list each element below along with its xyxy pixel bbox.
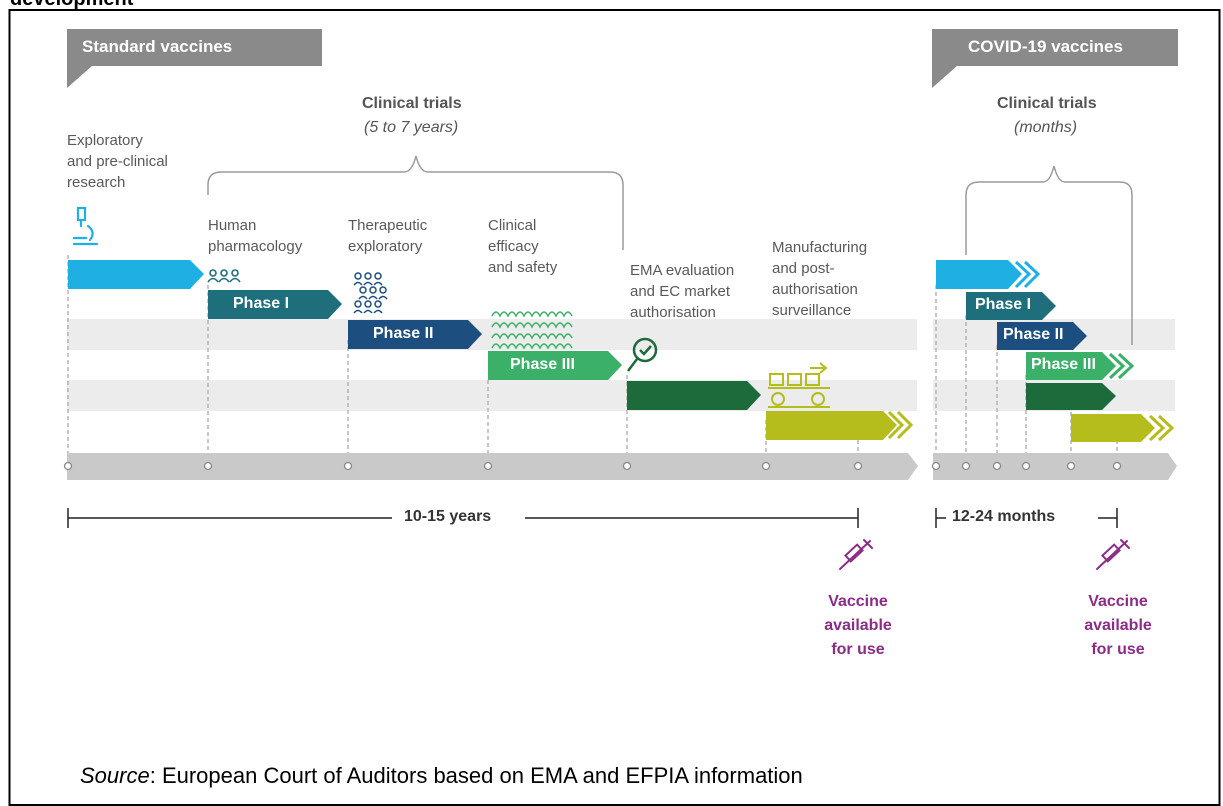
- exploratory-label: Exploratory and pre-clinical research: [67, 132, 168, 191]
- syringe-icon: [839, 539, 873, 570]
- covid-vaccine-available: Vaccine available for use: [1084, 593, 1152, 658]
- phase-2-label: Phase II: [373, 325, 434, 342]
- covid-timeline-axis: [933, 453, 1177, 480]
- covid-duration-ruler: [935, 508, 1118, 528]
- row-band: [67, 319, 917, 350]
- covid-phase-3-bar: [1026, 352, 1116, 380]
- standard-timeline-axis: [67, 453, 918, 480]
- microscope-icon: [72, 206, 99, 246]
- source-text: : European Court of Auditors based on EM…: [149, 763, 803, 788]
- covid-phase-1-bar: [966, 292, 1056, 320]
- phase-1-label: Phase I: [233, 295, 290, 312]
- covid-clinical-trials-title: Clinical trials: [997, 95, 1097, 112]
- covid-header: COVID-19 vaccines: [968, 37, 1123, 56]
- chevron-icon: [1023, 260, 1041, 289]
- manufacturing-icon: [768, 362, 830, 408]
- standard-duration-ruler: [67, 508, 859, 528]
- covid-clinical-trials-duration: (months): [1014, 119, 1078, 136]
- standard-clinical-trials-duration: (5 to 7 years): [364, 119, 459, 136]
- group-people-icon: [353, 272, 388, 314]
- crowd-icon: [491, 311, 573, 350]
- chevron-icon: [887, 410, 905, 440]
- manufacturing-bar: [766, 411, 897, 440]
- human-pharmacology-label: Human pharmacology: [208, 217, 303, 255]
- standard-duration: 10-15 years: [404, 508, 492, 525]
- covid-clinical-brace: [965, 165, 1133, 345]
- covid-ema-bar: [1026, 383, 1116, 410]
- clinical-efficacy-label: Clinical efficacy and safety: [488, 217, 558, 276]
- manufacturing-label: Manufacturing and post- authorisation su…: [772, 239, 868, 319]
- figure-title: development: [10, 0, 133, 11]
- covid-phase-3-label: Phase III: [1031, 356, 1096, 373]
- source-prefix: Source: [80, 763, 150, 788]
- phase-2-bar: [348, 320, 482, 349]
- approval-magnifier-icon: [627, 337, 658, 372]
- people-icon: [207, 269, 241, 283]
- chevron-icon: [1157, 414, 1175, 442]
- covid-exploratory-bar: [936, 260, 1022, 289]
- standard-clinical-trials-title: Clinical trials: [362, 95, 462, 112]
- standard-clinical-brace: [207, 155, 624, 250]
- standard-header-banner: [67, 29, 322, 88]
- ema-evaluation-label: EMA evaluation and EC market authorisati…: [630, 262, 735, 321]
- exploratory-bar: [68, 260, 204, 289]
- chevron-icon: [896, 410, 914, 440]
- covid-phase-2-label: Phase II: [1003, 326, 1064, 343]
- chevron-icon: [1108, 352, 1126, 380]
- figure-frame: [8, 9, 1221, 806]
- source-note: Source: European Court of Auditors based…: [80, 763, 803, 789]
- covid-phase-2-bar: [997, 322, 1087, 350]
- chevron-icon: [1148, 414, 1166, 442]
- timeline-markers: [63, 461, 1122, 471]
- ema-bar: [627, 381, 761, 410]
- chevron-icon: [1014, 260, 1032, 289]
- covid-duration: 12-24 months: [952, 508, 1056, 525]
- covid-header-banner: [932, 29, 1178, 88]
- phase-1-bar: [208, 290, 342, 319]
- therapeutic-exploratory-label: Therapeutic exploratory: [348, 217, 428, 255]
- standard-vaccine-available: Vaccine available for use: [824, 593, 892, 658]
- chevron-icon: [1117, 352, 1135, 380]
- syringe-icon: [1096, 539, 1130, 570]
- standard-header: Standard vaccines: [82, 37, 233, 56]
- covid-phase-1-label: Phase I: [975, 296, 1032, 313]
- phase-3-bar: [488, 351, 622, 380]
- phase-3-label: Phase III: [510, 356, 575, 373]
- covid-manufacturing-bar: [1071, 414, 1155, 442]
